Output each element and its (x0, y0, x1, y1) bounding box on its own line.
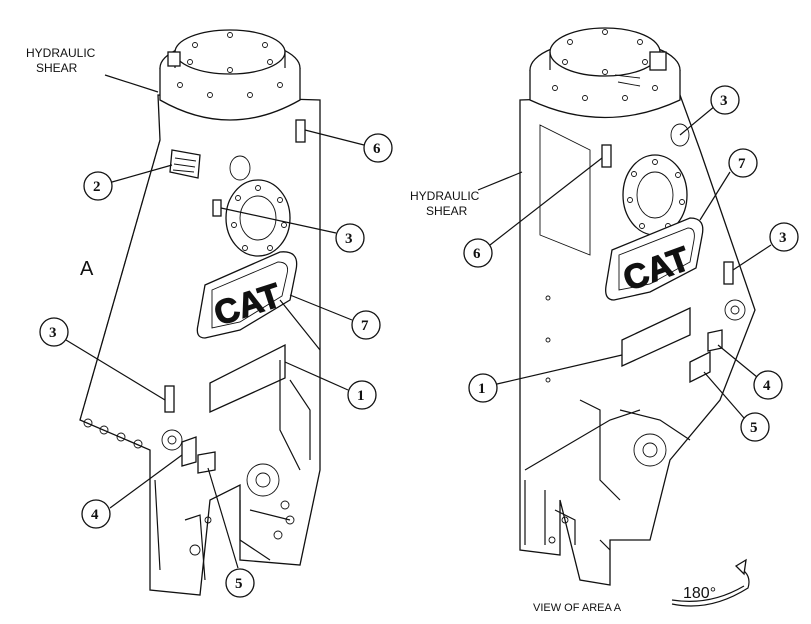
right-cat-logo: CAT (605, 217, 704, 301)
right-top-cylinder (529, 70, 681, 119)
right-decal-3-low (723, 261, 734, 285)
svg-text:6: 6 (373, 141, 381, 157)
right-callout-1: 1 (468, 354, 623, 403)
left-callout-7: 7 (289, 294, 381, 340)
left-decal-6 (295, 119, 306, 143)
left-callout-1: 1 (284, 361, 377, 410)
left-decal-3-low (164, 385, 175, 413)
left-callout-5: 5 (207, 467, 255, 598)
svg-text:4: 4 (91, 507, 99, 523)
right-shear-view: CAT HYDRAULIC SHEAR 3 (410, 27, 799, 614)
left-jaw (154, 299, 321, 581)
view-area-label: VIEW OF AREA A (533, 602, 622, 614)
left-top-bolts (177, 32, 283, 98)
svg-text:4: 4 (763, 378, 771, 394)
left-flange-inner (239, 195, 277, 241)
left-decal-5 (197, 451, 216, 474)
left-callout-3-low: 3 (39, 317, 166, 401)
left-decal-2 (169, 149, 201, 179)
right-top-plate (549, 27, 661, 77)
left-shear-view: CAT HYDRAULIC SHEAR A 2 (26, 29, 393, 598)
left-hydraulic-label-2: SHEAR (36, 61, 78, 75)
svg-text:1: 1 (478, 381, 486, 397)
right-top-fitting (649, 51, 667, 71)
right-callout-5: 5 (703, 371, 770, 442)
rotation-label: 180° (683, 585, 716, 602)
svg-text:3: 3 (345, 231, 353, 247)
svg-text:5: 5 (235, 576, 243, 592)
left-port (229, 155, 251, 181)
left-side-dashed (79, 139, 161, 421)
right-hydraulic-label-2: SHEAR (426, 204, 468, 218)
right-hydraulic-leader (477, 171, 523, 191)
right-callout-3-low: 3 (732, 222, 799, 271)
right-jaw (524, 399, 691, 551)
left-hydraulic-leader (104, 74, 159, 93)
svg-text:3: 3 (779, 230, 787, 246)
right-callout-3-top: 3 (679, 85, 740, 136)
left-decal-1 (209, 343, 286, 414)
left-decal-3-top (212, 199, 222, 217)
left-flange-bolts (231, 185, 287, 251)
right-top-bolts (552, 29, 658, 101)
left-flange (225, 179, 291, 257)
right-panel (539, 124, 591, 256)
right-flange-inner (636, 171, 674, 219)
right-decal-1 (621, 306, 691, 368)
svg-text:2: 2 (93, 179, 101, 195)
svg-text:3: 3 (720, 93, 728, 109)
rotation-arrow (671, 558, 750, 607)
left-callout-4: 4 (81, 454, 183, 529)
left-decal-4 (181, 436, 197, 467)
left-callout-6: 6 (304, 129, 393, 163)
right-decal-4 (707, 329, 723, 352)
left-top-cylinder (159, 68, 301, 121)
right-port (670, 123, 690, 147)
svg-text:6: 6 (473, 246, 481, 262)
left-bottom-holes (83, 418, 280, 497)
left-callout-2: 2 (83, 164, 173, 201)
right-callout-7: 7 (699, 148, 758, 221)
svg-text:7: 7 (361, 318, 369, 334)
svg-text:1: 1 (357, 388, 365, 404)
right-holes (545, 295, 746, 467)
right-decal-5 (689, 350, 711, 384)
right-callout-6: 6 (463, 157, 603, 268)
svg-text:5: 5 (750, 420, 758, 436)
left-jaw-holes (189, 500, 295, 556)
left-hydraulic-label-1: HYDRAULIC (26, 46, 96, 60)
right-jaw-holes (548, 516, 569, 544)
right-decal-6 (601, 144, 612, 168)
left-callout-3-top: 3 (220, 207, 365, 253)
svg-text:3: 3 (49, 325, 57, 341)
right-callout-4: 4 (717, 344, 783, 400)
left-top-fitting (167, 51, 181, 67)
right-top-fitting-hoses (614, 74, 641, 87)
svg-text:7: 7 (738, 156, 746, 172)
right-hydraulic-label-1: HYDRAULIC (410, 189, 480, 203)
left-area-label: A (80, 258, 94, 280)
